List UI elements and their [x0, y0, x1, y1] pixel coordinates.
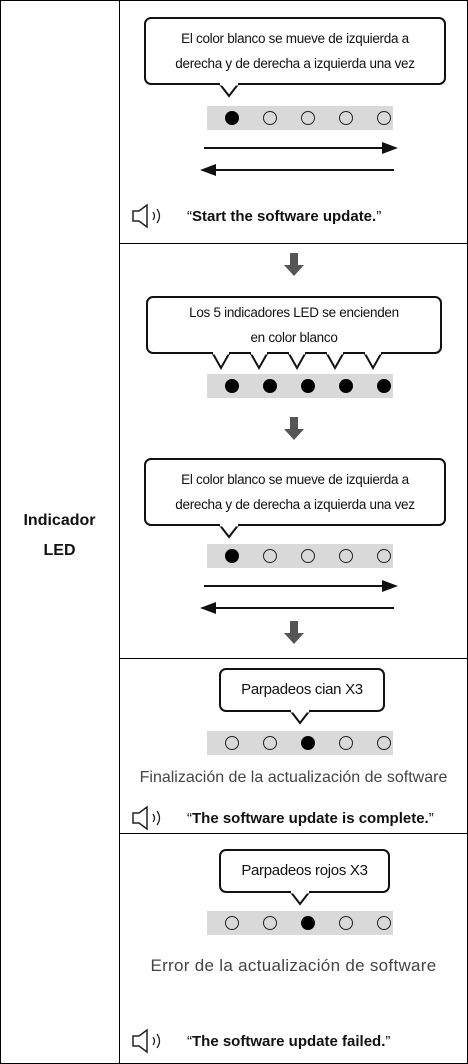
led-off [339, 111, 353, 125]
row-label-line2: LED [43, 542, 76, 559]
stage1-led-strip [207, 106, 393, 130]
stage3-bubble-pointer [218, 524, 240, 539]
stage1-voice-close-quote: ” [376, 207, 382, 225]
stage2-bubble-line2: en color blanco [250, 330, 338, 345]
led-on [263, 379, 277, 393]
row-label: Indicador LED [0, 506, 119, 566]
down-arrow-2 [284, 417, 304, 440]
stage2-led-strip [207, 374, 393, 398]
led-on [225, 549, 239, 563]
stage2-bubble: Los 5 indicadores LED se encienden en co… [146, 296, 442, 354]
stage1-bubble-line2: derecha y de derecha a izquierda una vez [175, 56, 415, 71]
stage5-voice-open-quote: “ [187, 1032, 192, 1050]
led-off [377, 916, 391, 930]
stage5-voice-text: The software update failed. [192, 1032, 386, 1050]
led-off [301, 549, 315, 563]
stage1-bubble-pointer [218, 83, 240, 98]
led-off [377, 736, 391, 750]
speaker-icon [132, 1028, 161, 1054]
stage1-voice-open-quote: “ [187, 207, 192, 225]
stage4-bubble-pointer [289, 710, 311, 725]
stage4-bubble: Parpadeos cian X3 [219, 668, 385, 712]
stage5-bubble: Parpadeos rojos X3 [219, 849, 390, 893]
led-on [225, 111, 239, 125]
stage3-sweep-arrows [200, 580, 398, 614]
led-off [339, 736, 353, 750]
stage1-voice-text: Start the software update. [192, 207, 377, 225]
stage5-led-strip [207, 911, 393, 935]
stage5-voice-row: “The software update failed.” [131, 1028, 390, 1054]
stage1-voice-row: “Start the software update.” [131, 203, 381, 229]
stage4-bubble-text: Parpadeos cian X3 [241, 681, 363, 698]
stage5-bubble-pointer [289, 891, 311, 906]
led-on [301, 916, 315, 930]
led-on [377, 379, 391, 393]
row-label-line1: Indicador [23, 512, 96, 529]
led-off [339, 916, 353, 930]
led-on [301, 736, 315, 750]
stage2-bubble-line1: Los 5 indicadores LED se encienden [189, 305, 399, 320]
speaker-icon [132, 203, 161, 229]
down-arrow-3 [284, 621, 304, 644]
led-off [225, 736, 239, 750]
led-on [339, 379, 353, 393]
stage4-voice-open-quote: “ [187, 809, 192, 827]
stage1-sweep-arrows [200, 142, 398, 176]
led-off [263, 916, 277, 930]
stage4-voice-text: The software update is complete. [192, 809, 429, 827]
stage4-voice-close-quote: ” [428, 809, 434, 827]
led-off [377, 549, 391, 563]
stage4-voice-row: “The software update is complete.” [131, 805, 434, 831]
led-off [377, 111, 391, 125]
stage5-caption: Error de la actualización de software [150, 956, 437, 975]
stage3-bubble: El color blanco se mueve de izquierda a … [144, 458, 446, 526]
stage3-bubble-line1: El color blanco se mueve de izquierda a [181, 472, 409, 487]
speaker-icon [132, 805, 161, 831]
led-off [263, 111, 277, 125]
stage5-bubble-text: Parpadeos rojos X3 [241, 862, 368, 879]
led-on [225, 379, 239, 393]
led-off [263, 549, 277, 563]
stage4-led-strip [207, 731, 393, 755]
stage4-caption: Finalización de la actualización de soft… [139, 769, 448, 786]
stage3-led-strip [207, 544, 393, 568]
stage1-bubble-line1: El color blanco se mueve de izquierda a [181, 31, 409, 46]
stage3-bubble-line2: derecha y de derecha a izquierda una vez [175, 497, 415, 512]
stage2-bubble-pointers [210, 352, 384, 371]
stage5-voice-close-quote: ” [385, 1032, 391, 1050]
led-off [301, 111, 315, 125]
led-off [339, 549, 353, 563]
led-on [301, 379, 315, 393]
led-off [263, 736, 277, 750]
led-off [225, 916, 239, 930]
stage1-bubble: El color blanco se mueve de izquierda a … [144, 17, 446, 85]
down-arrow-1 [284, 253, 304, 276]
